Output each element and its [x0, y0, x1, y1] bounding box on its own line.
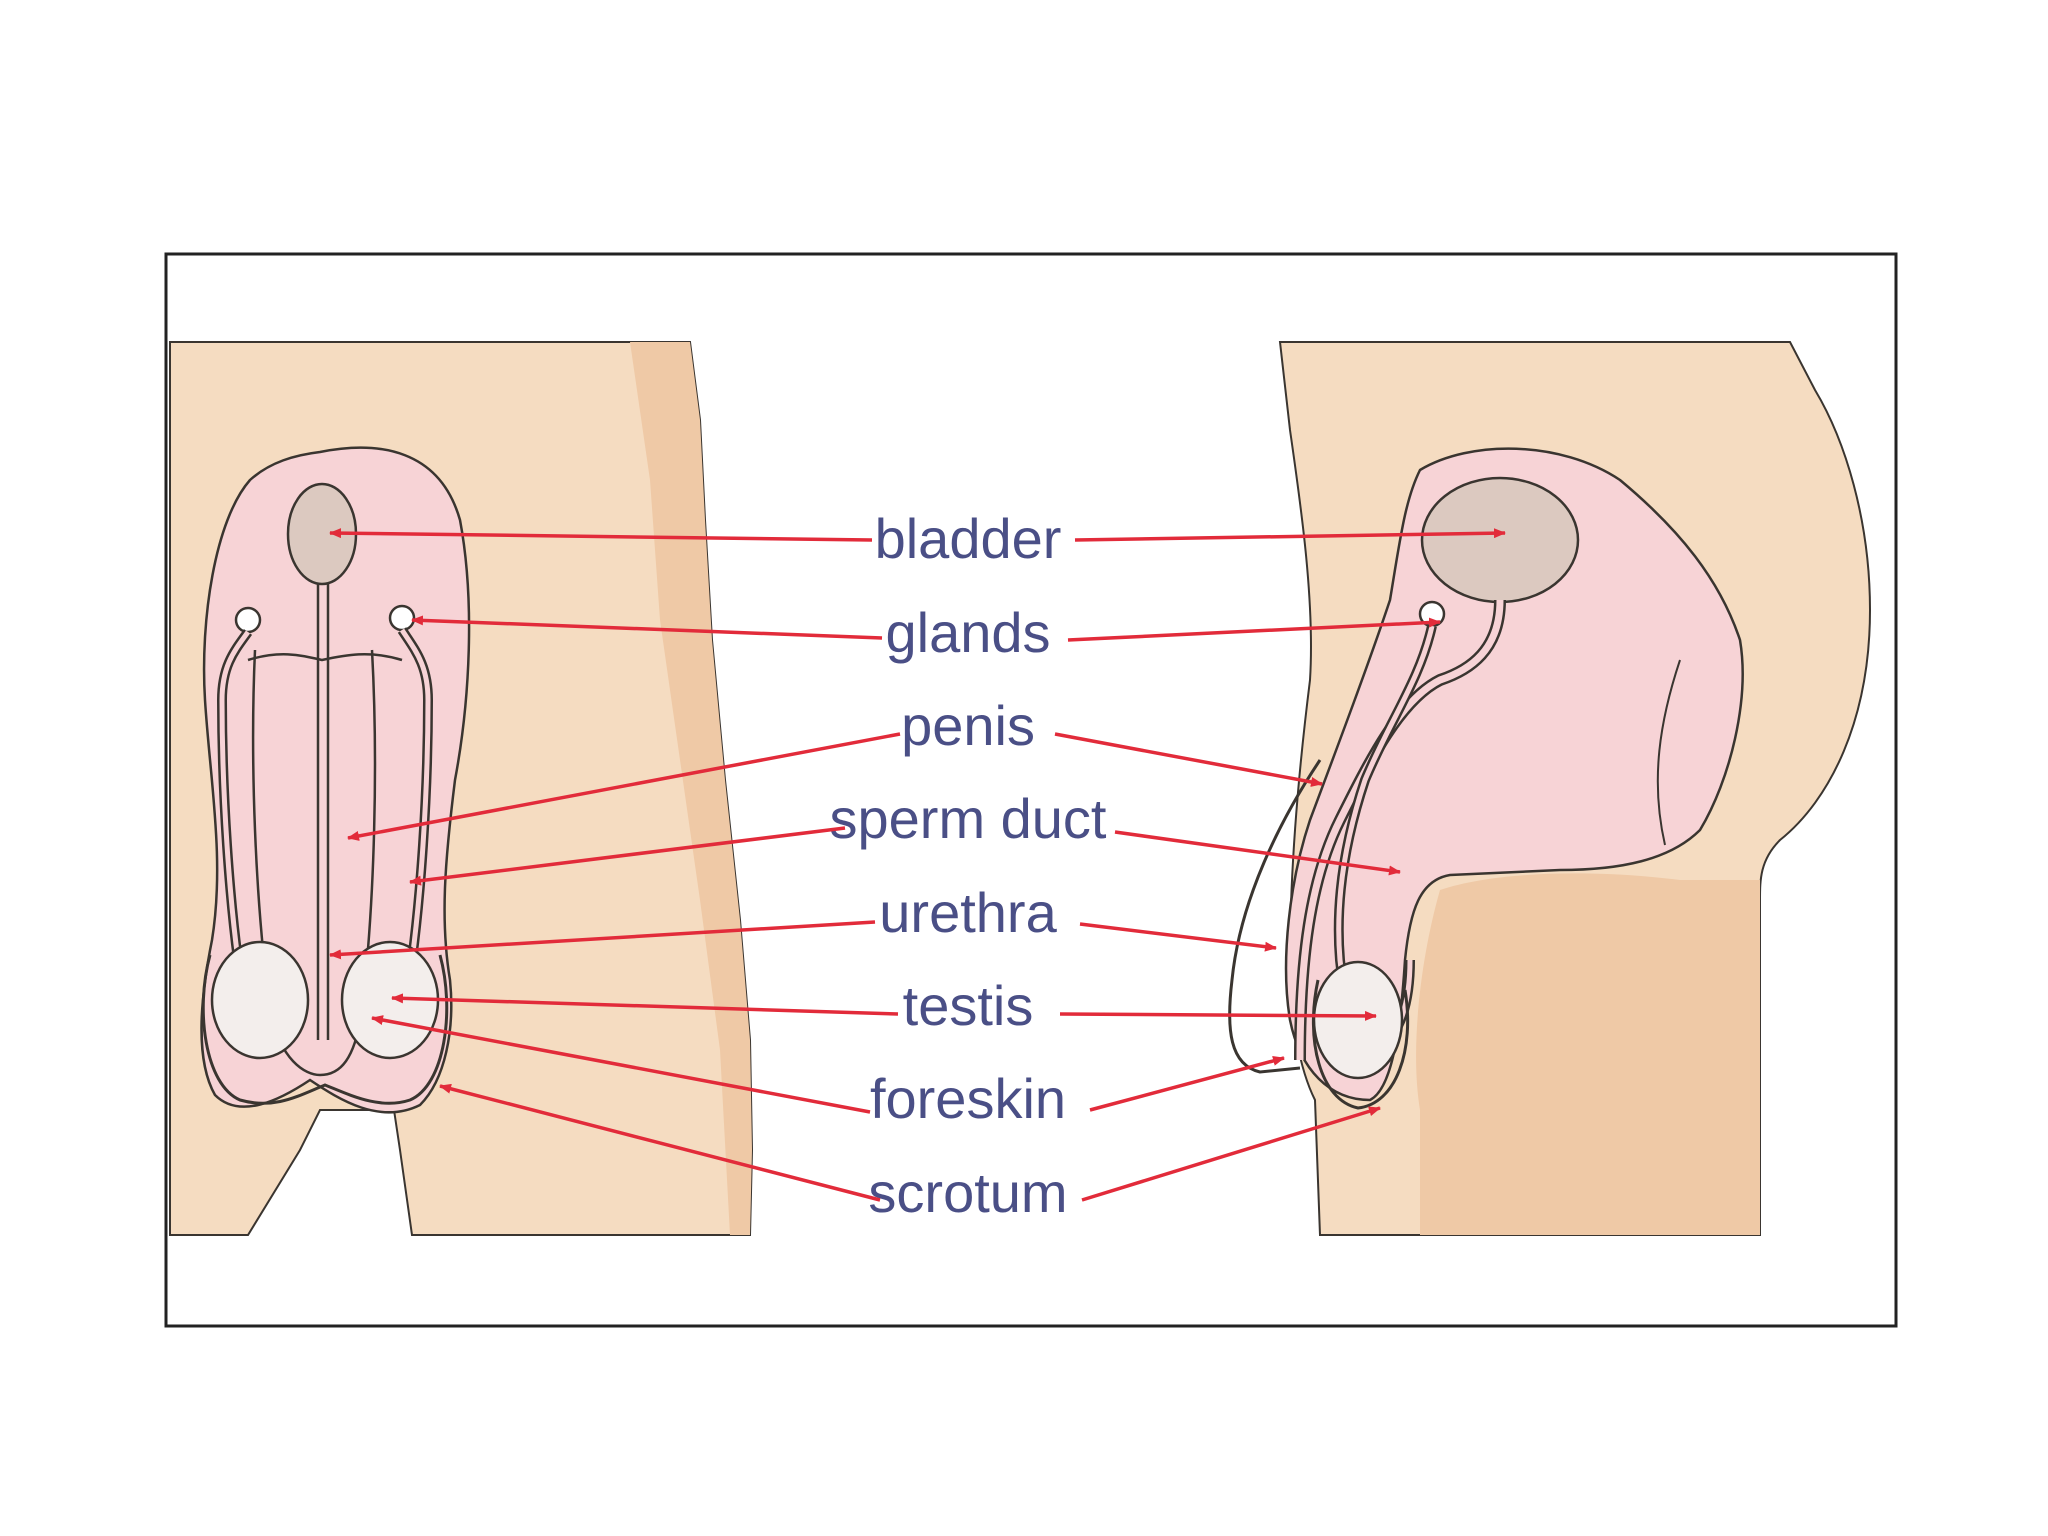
label-testis: testis [903, 974, 1034, 1037]
label-bladder: bladder [875, 507, 1062, 570]
arrow-scrotum-left [439, 1083, 881, 1202]
arrow-bladder-left [329, 528, 873, 542]
arrow-penis-right [1054, 732, 1323, 787]
arrow-penis-left [347, 732, 901, 841]
front-torso-shadow [630, 342, 752, 1235]
arrow-urethra-right [1079, 922, 1277, 952]
side-leg-shadow [1416, 873, 1760, 1235]
side-penis-shape [1228, 759, 1322, 1074]
side-testis [1312, 960, 1404, 1080]
front-gland-left [234, 606, 262, 634]
arrow-testis-right [1059, 1010, 1377, 1021]
side-view-figure [1228, 341, 1872, 1236]
front-duct-crossbar [247, 652, 403, 662]
arrow-sperm-duct-left [409, 826, 846, 886]
side-buttock-fold [1656, 659, 1681, 846]
arrow-urethra-left [329, 920, 876, 960]
front-sperm-duct-left-inner [219, 630, 251, 961]
arrow-bladder-right [1074, 528, 1506, 542]
arrow-glands-right [1067, 617, 1441, 642]
arrow-foreskin-right [1089, 1056, 1285, 1112]
front-view-figure [169, 341, 754, 1236]
front-gland-right [388, 604, 416, 632]
front-sperm-duct-right-inner [399, 628, 431, 961]
front-urethra [316, 584, 330, 1040]
arrow-testis-left [391, 993, 899, 1016]
front-scrotum-outline [201, 954, 449, 1105]
leader-arrows [329, 528, 1506, 1202]
label-group: bladder glands penis sperm duct urethra … [830, 507, 1107, 1224]
arrow-scrotum-right [1081, 1106, 1381, 1202]
arrow-sperm-duct-right [1114, 830, 1401, 876]
label-scrotum: scrotum [868, 1161, 1067, 1224]
label-glands: glands [885, 601, 1050, 664]
side-organ-region [1284, 447, 1744, 1102]
arrow-foreskin-left [371, 1015, 871, 1114]
side-scrotum-outline [1311, 979, 1410, 1110]
front-testis-left [210, 940, 310, 1060]
label-urethra: urethra [879, 881, 1057, 944]
side-bladder [1420, 476, 1580, 604]
label-penis: penis [901, 694, 1035, 757]
arrow-glands-left [411, 615, 883, 640]
label-sperm-duct: sperm duct [830, 787, 1107, 850]
label-foreskin: foreskin [870, 1067, 1066, 1130]
